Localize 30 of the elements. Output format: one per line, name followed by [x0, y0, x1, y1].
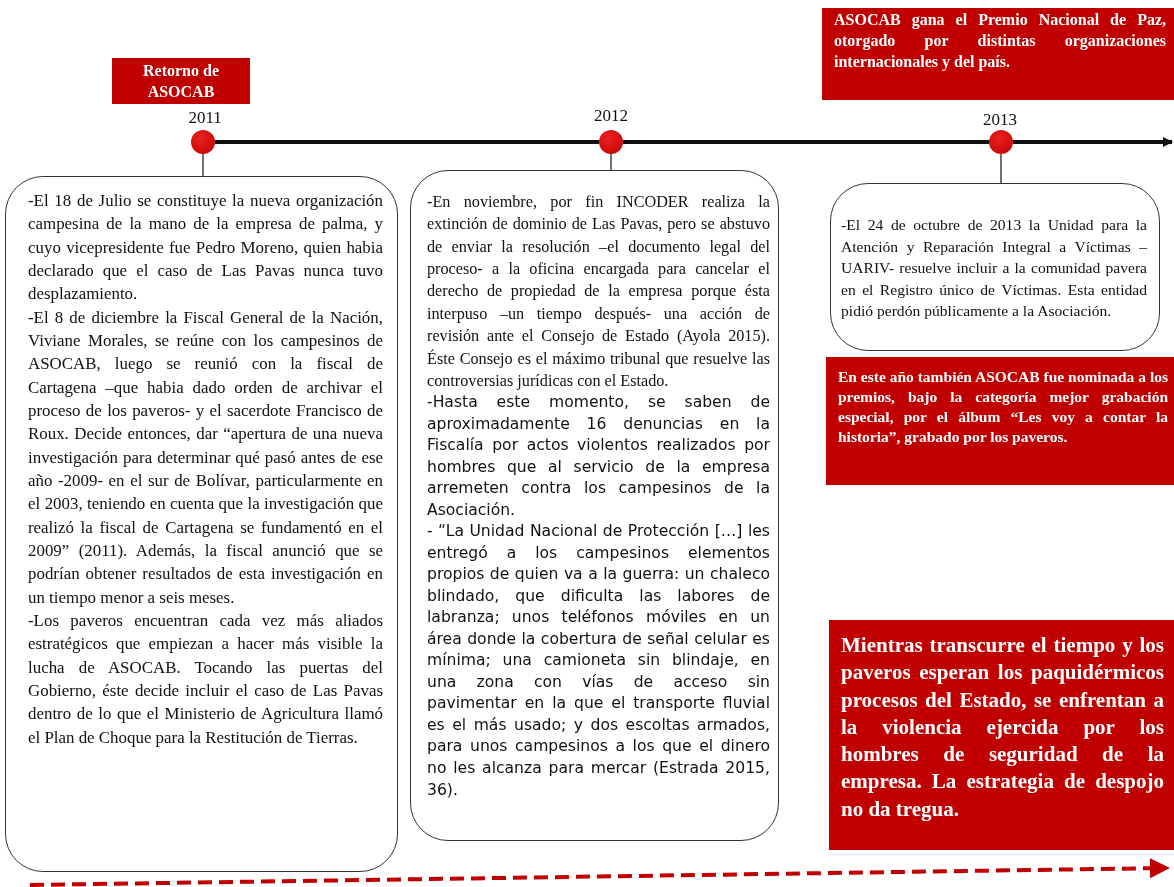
event-card [5, 176, 398, 872]
event-card [830, 183, 1160, 351]
highlight-banner [826, 357, 1174, 485]
highlight-banner [829, 620, 1174, 850]
year-label: 2011 [188, 108, 222, 128]
banner-text: Mientras transcurre el tiempo y los paveros esperan los paquidérmicos procesos del Estado, se enfrentan a la violencia ejercida por los hombres de seguridad de la empresa. La estrategia de despojo no da tregua. [841, 632, 1164, 823]
connector-line [1000, 153, 1002, 185]
connector-line [610, 153, 612, 172]
event-text: -Los paveros encuentran cada vez más aliados estratégicos que empiezan a hacer más visible la lucha de ASOCAB. Tocando las puertas del Gobierno, éste decide incluir el caso de Las Pavas dentro de lo que el Ministerio de Agricultura llamó el Plan de Choque para la Restitución de Tierras. [28, 609, 383, 749]
highlight-banner [112, 58, 250, 104]
banner-text: ASOCAB gana el Premio Nacional de Paz, otorgado por distintas organizaciones internacionales y del país. [834, 10, 1166, 73]
event-text: -El 24 de octubre de 2013 la Unidad para la Atención y Reparación Integral a Víctimas –UARIV- resuelve incluir a la comunidad pavera en el Registro único de Víctimas. Esta entidad pidió perdón públicamente a la Asociación. [841, 215, 1147, 322]
year-label: 2013 [983, 110, 1017, 130]
event-text: -En noviembre, por fin INCODER realiza la extinción de dominio de Las Pavas, pero se abstuvo de enviar la resolución –el documento legal del proceso- a la oficina encargada para cancelar el derecho de propiedad de la empresa porque ésta interpuso –un tiempo después- una acción de revisión ante el Consejo de Estado (Ayola 2015). Éste Consejo es el máximo tribunal que resuelve las controversias jurídicas con el Estado. [427, 192, 770, 392]
timeline-dot [989, 130, 1013, 154]
event-text: -El 8 de diciembre la Fiscal General de la Nación, Viviane Morales, se reúne con los campesinos de ASOCAB, luego se reunió con la fiscal de Cartagena –que habia dado orden de archivar el proceso de los paveros- y el sacerdote Francisco de Roux. Decide entonces, dar “apertura de una nueva investigación para determinar qué pasó antes de ese año -2009- en el sur de Bolívar, particularmente en el 2003, teniendo en cuenta que la investigación que realizó la fiscal de Cartagena se fundamentó en el 2009” (2011). Además, la fiscal anunció que se podrían obtener resultados de esta investigación en un tiempo menor a seis meses. [28, 306, 383, 609]
banner-text: En este año también ASOCAB fue nominada a los premios, bajo la categoría mejor grabación especial, por el álbum “Les voy a contar la historia”, grabado por los paveros. [838, 367, 1168, 448]
timeline-dot [191, 130, 215, 154]
event-card [410, 170, 779, 841]
timeline-line [1013, 137, 1173, 147]
highlight-banner [822, 8, 1174, 100]
timeline-line [215, 140, 599, 144]
timeline-dot [599, 130, 623, 154]
timeline-line [623, 140, 989, 144]
connector-line [202, 153, 204, 178]
event-text: -El 18 de Julio se constituye la nueva organización campesina de la mano de la empresa de palma, y cuyo vicepresidente fue Pedro Moreno, quien habia declarado que el caso de Las Pavas nunca tuvo desplazamiento. [28, 190, 383, 306]
event-text: - “La Unidad Nacional de Protección […] les entregó a los campesinos elementos propios de quien va a la guerra: un chaleco blindado, que dificulta las labores de labranza; unos teléfonos móviles en un área donde la cobertura de señal celular es mínima; una camioneta sin blindaje, en una zona con vías de acceso sin pavimentar en la que el transporte fluvial es el más usado; y dos escoltas armados, para unos campesinos a los que el dinero no les alcanza para mercar (Estrada 2015, 36). [427, 521, 770, 801]
event-text: -Hasta este momento, se saben de aproximadamente 16 denuncias en la Fiscalía por actos violentos realizados por hombres que al servicio de la empresa arremeten contra los campesinos de la Asociación. [427, 392, 770, 521]
year-label: 2012 [594, 106, 628, 126]
banner-text: Retorno de ASOCAB [142, 61, 220, 102]
